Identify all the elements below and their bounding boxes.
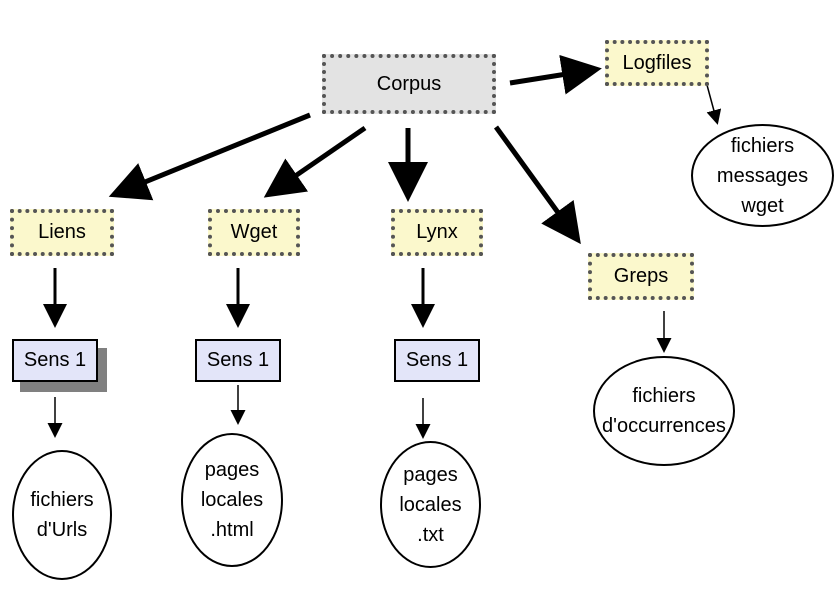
sens-wget-label: Sens 1 <box>206 349 270 371</box>
lynx-node: Lynx <box>391 209 483 256</box>
sens-liens-node: Sens 1 <box>12 339 98 382</box>
sens-lynx-label: Sens 1 <box>405 349 469 371</box>
wget-output-ellipse: pages locales .html <box>181 433 283 567</box>
logfiles-label: Logfiles <box>622 51 692 74</box>
liens-label: Liens <box>38 221 86 243</box>
lynx-output-line-2: locales <box>399 493 462 516</box>
logfiles-node: Logfiles <box>605 40 709 86</box>
greps-node: Greps <box>588 253 694 300</box>
arrow-corpus-liens <box>108 112 311 201</box>
liens-output-ellipse: fichiers d'Urls <box>12 450 112 580</box>
logfiles-output-line-3: wget <box>741 194 784 217</box>
sens-wget-node: Sens 1 <box>195 339 281 382</box>
wget-output-line-3: .html <box>210 519 254 541</box>
greps-label: Greps <box>613 265 669 287</box>
arrow-corpus-wget <box>263 125 367 198</box>
liens-node: Liens <box>10 209 114 256</box>
lynx-output-ellipse: pages locales .txt <box>380 441 481 568</box>
greps-output-ellipse: fichiers d'occurrences <box>593 356 735 466</box>
wget-node: Wget <box>208 209 300 256</box>
lynx-output-line-1: pages <box>403 463 458 486</box>
wget-output-line-1: pages <box>204 459 260 481</box>
liens-output-line-1: fichiers <box>30 489 94 511</box>
greps-output-line-1: fichiers <box>632 385 696 407</box>
corpus-node: Corpus <box>322 54 496 114</box>
logfiles-output-ellipse: fichiers messages wget <box>691 124 834 227</box>
wget-label: Wget <box>230 221 278 243</box>
sens-lynx-node: Sens 1 <box>394 339 480 382</box>
lynx-output-line-3: .txt <box>417 523 444 546</box>
arrow-corpus-greps <box>493 125 581 245</box>
liens-output-line-2: d'Urls <box>36 519 88 541</box>
logfiles-output-line-2: messages <box>716 164 809 187</box>
greps-output-line-2: d'occurrences <box>602 415 726 437</box>
wget-output-line-2: locales <box>200 489 264 511</box>
lynx-label: Lynx <box>416 221 458 243</box>
sens-liens-label: Sens 1 <box>23 349 87 371</box>
corpus-label: Corpus <box>376 72 442 95</box>
logfiles-output-line-1: fichiers <box>730 134 795 157</box>
arrow-logfiles-output <box>706 84 722 125</box>
arrow-corpus-logfiles <box>509 54 602 95</box>
